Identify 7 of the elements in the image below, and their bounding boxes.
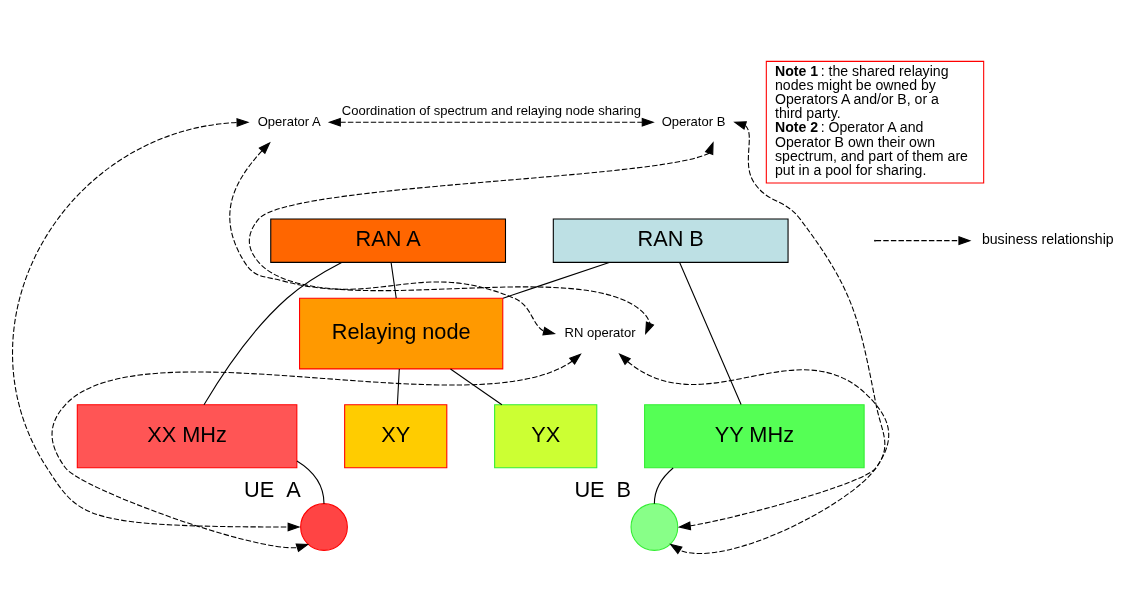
edge-label: Coordination of spectrum and relaying node sharing [341, 103, 641, 119]
node-text: Operator B [661, 113, 726, 129]
node-text: RN operator [564, 324, 636, 340]
node-text: Operator A [257, 113, 321, 129]
legend-label: business relationship [981, 231, 1114, 248]
node-label: UE B [574, 477, 632, 503]
node-label: UE A [244, 477, 301, 503]
